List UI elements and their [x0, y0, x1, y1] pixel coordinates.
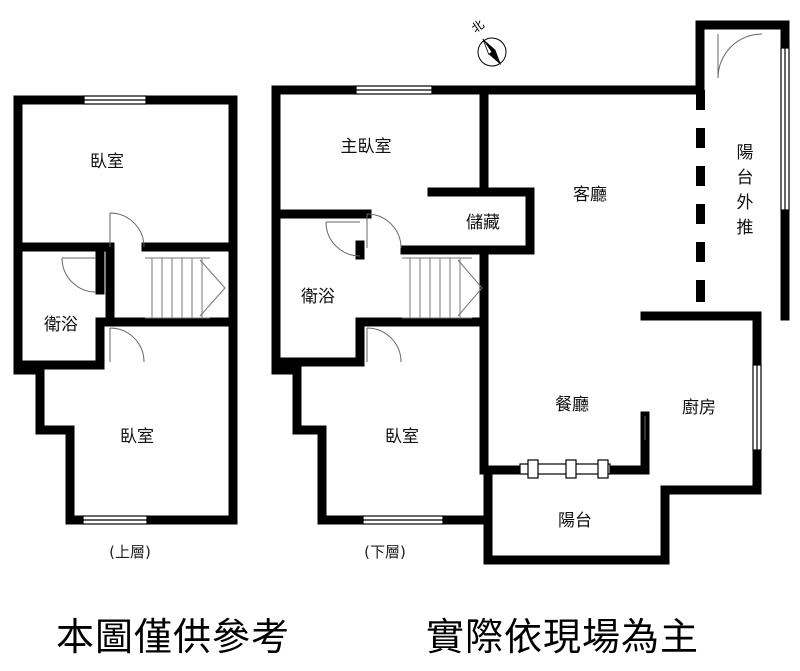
upper-floor-plan: 臥室 衛浴 臥室 (上層)	[13, 95, 238, 561]
lower-living-room-label: 客廳	[573, 185, 607, 205]
compass	[477, 37, 507, 67]
upper-bedroom-top-label: 臥室	[90, 152, 124, 172]
upper-floor-label: (上層)	[109, 543, 151, 561]
lower-doors	[325, 33, 763, 440]
lower-balcony-ext-char-4: 推	[737, 218, 754, 238]
lower-bathroom-label: 衛浴	[301, 287, 335, 307]
lower-kitchen-label: 廚房	[682, 397, 716, 418]
lower-storage-label: 儲藏	[466, 213, 500, 233]
lower-floor-plan: 北 主臥室 儲藏 客廳 陽 台 外 推 衛浴 餐廳 廚房 臥室 陽台 (下層)	[271, 17, 790, 565]
lower-balcony-label: 陽台	[558, 511, 592, 531]
lower-floor-label: (下層)	[364, 543, 406, 561]
lower-balcony-ext-char-1: 陽	[737, 143, 754, 163]
lower-dashed-wall	[696, 90, 705, 302]
upper-bedroom-bottom-label: 臥室	[120, 427, 154, 447]
lower-bedroom-label: 臥室	[385, 427, 419, 447]
upper-windows	[82, 95, 148, 525]
lower-windows	[355, 47, 790, 525]
upper-floor-walls	[13, 95, 238, 525]
disclaimer-actual-site: 實際依現場為主	[426, 615, 700, 659]
compass-north-label: 北	[469, 17, 487, 35]
disclaimer-reference-only: 本圖僅供參考	[56, 615, 291, 659]
lower-floor-walls	[271, 20, 790, 565]
lower-master-bedroom-label: 主臥室	[341, 137, 392, 157]
upper-doors	[61, 212, 145, 363]
lower-balcony-ext-char-2: 台	[737, 168, 754, 188]
lower-dining-room-label: 餐廳	[555, 395, 589, 415]
upper-bathroom-label: 衛浴	[44, 315, 78, 335]
lower-stairs	[402, 257, 483, 319]
upper-stairs	[145, 257, 226, 319]
lower-balcony-ext-char-3: 外	[737, 193, 754, 213]
